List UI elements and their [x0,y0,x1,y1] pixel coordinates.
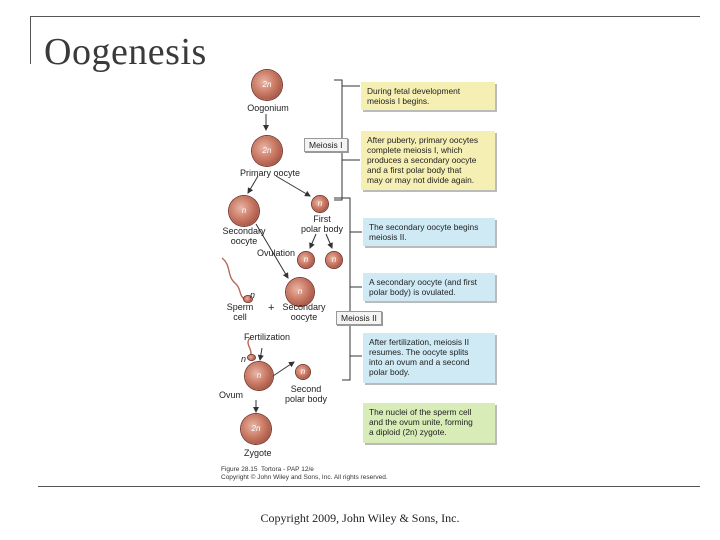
oogonium-cell: 2n [252,70,282,100]
secondary-oocyte-2-label: Secondary oocyte [282,302,326,322]
sperm-head-2-icon [248,355,255,360]
oogonium-label: Oogonium [247,103,289,113]
note-meiosis2-begins: The secondary oocyte begins meiosis II. [363,218,495,246]
meiosis-1-label: Meiosis I [304,138,348,152]
frame-top-line [30,16,700,17]
second-polar-body-label: Second polar body [284,384,328,404]
ovum-label: Ovum [219,390,244,400]
note-ovulated: A secondary oocyte (and first polar body… [363,273,495,301]
polar-body-a-ploidy: n [303,255,309,264]
note-zygote: The nuclei of the sperm cell and the ovu… [363,403,495,443]
arrow-fertilization [257,347,264,361]
sperm-tail-1 [221,257,247,301]
oogonium-ploidy: 2n [262,80,272,89]
primary-oocyte-label: Primary oocyte [239,168,301,178]
sperm-ploidy-2-label: n [241,354,247,364]
sperm-tail-2 [247,337,252,357]
zygote-label: Zygote [244,448,272,458]
first-polar-body-cell: n [312,196,328,212]
sperm-cell-label: Sperm cell [226,302,254,322]
secondary-oocyte-label: Secondary oocyte [222,226,266,246]
frame-bottom-line [38,486,700,487]
zygote-ploidy: 2n [251,424,261,433]
bracket-meiosis-2 [334,197,351,381]
footer-copyright: Copyright 2009, John Wiley & Sons, Inc. [260,511,460,525]
polar-body-b-ploidy: n [331,255,337,264]
arrow-polar-to-b [325,233,333,249]
zygote-cell: 2n [241,414,271,444]
fertilization-label: Fertilization [244,332,291,342]
meiosis-2-label: Meiosis II [336,311,382,325]
primary-oocyte-cell: 2n [252,136,282,166]
secondary-oocyte-ploidy: n [241,206,247,215]
sperm-head-icon [244,296,252,302]
ovulated-oocyte-cell: n [286,278,314,306]
second-polar-body-ploidy: n [300,367,306,376]
sperm-ploidy-label: n [250,290,256,300]
note-puberty: After puberty, primary oocytes complete … [361,131,495,190]
ovum-cell: n [245,362,273,390]
ovulated-oocyte-ploidy: n [297,287,303,296]
note-fetal-development: During fetal development meiosis I begin… [361,82,495,110]
arrow-primary-to-secondary [247,175,259,194]
frame-left-line [30,16,31,64]
first-polar-body-ploidy: n [317,199,323,208]
arrow-to-second-polar [269,361,295,379]
secondary-oocyte-cell: n [229,196,259,226]
arrow-primary-to-polar [275,175,311,197]
arrow-secondary-to-ovulated [255,223,289,279]
plus-sign: + [268,302,275,314]
figure-caption: Figure 28.15 Tortora - PAP 12/e Copyrigh… [221,466,388,481]
ovum-ploidy: n [256,371,262,380]
ovulation-label: Ovulation [257,248,296,258]
page-title: Oogenesis [44,31,207,73]
second-polar-body-cell: n [296,365,310,379]
polar-body-b-cell: n [326,252,342,268]
first-polar-body-label: First polar body [300,214,344,234]
note-fertilization: After fertilization, meiosis II resumes.… [363,333,495,383]
arrow-polar-to-a [309,233,317,249]
polar-body-a-cell: n [298,252,314,268]
primary-oocyte-ploidy: 2n [262,146,272,155]
